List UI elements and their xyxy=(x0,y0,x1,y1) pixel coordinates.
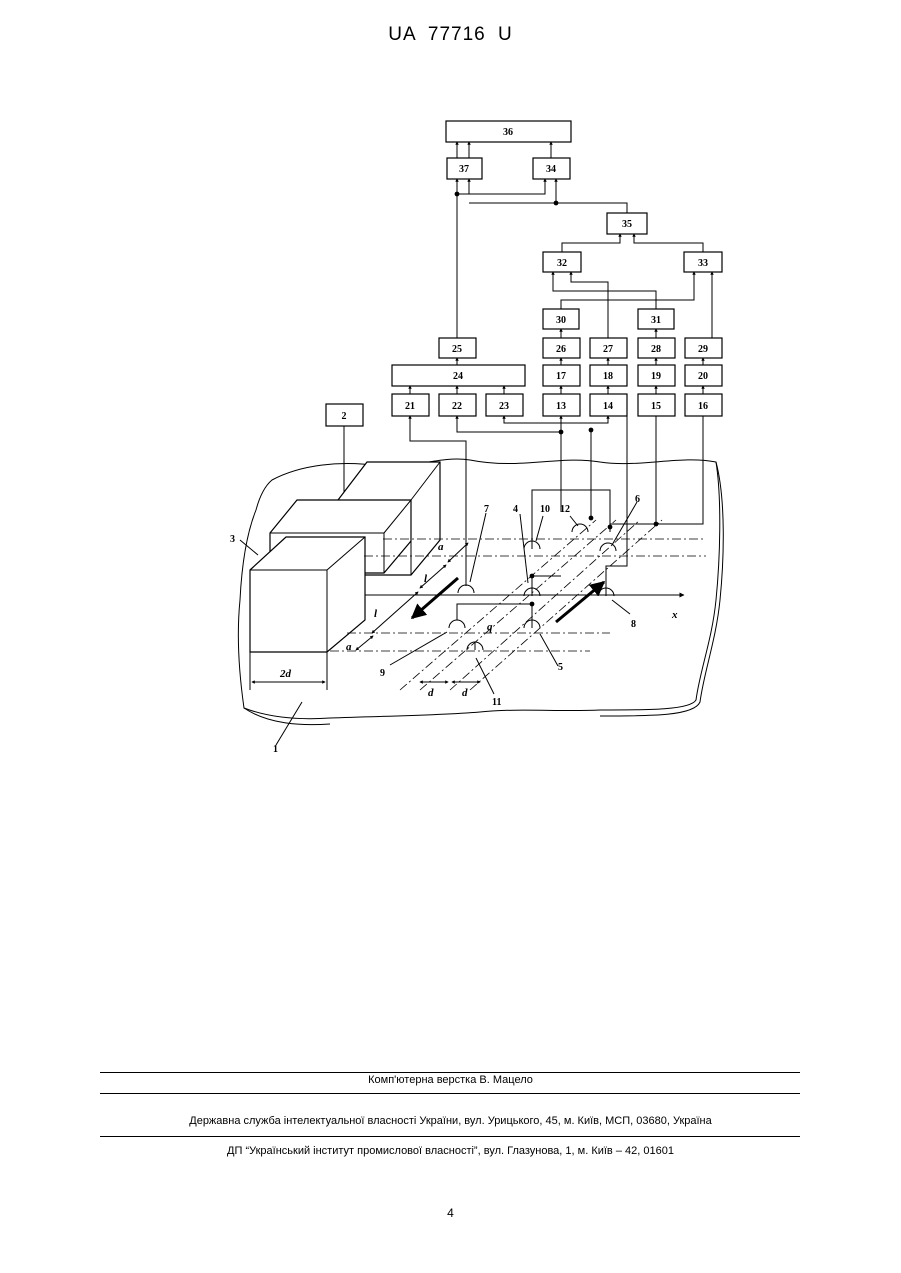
block-26-label: 26 xyxy=(556,344,566,355)
dim-label-l-bottom: l xyxy=(374,608,378,620)
block-20-label: 20 xyxy=(698,371,708,382)
block-32-label: 32 xyxy=(557,258,567,269)
label-7: 7 xyxy=(484,504,489,515)
block-23: 23 xyxy=(486,394,523,416)
block-33-label: 33 xyxy=(698,258,708,269)
block-29: 29 xyxy=(685,338,722,358)
block-2-label: 2 xyxy=(342,411,347,422)
block-35-label: 35 xyxy=(622,219,632,230)
block-31: 31 xyxy=(638,309,674,329)
footer-service-address: Державна служба інтелектуальної власност… xyxy=(0,1115,901,1127)
dim-label-q: q xyxy=(487,621,493,633)
block-27: 27 xyxy=(590,338,627,358)
block-15: 15 xyxy=(638,394,675,416)
dim-label-a-top: a xyxy=(438,541,444,553)
dim-label-d1: d xyxy=(428,687,434,699)
block-24-label: 24 xyxy=(453,371,463,382)
block-20: 20 xyxy=(685,365,722,386)
block-34: 34 xyxy=(533,158,570,179)
block-35: 35 xyxy=(607,213,647,234)
block-21-label: 21 xyxy=(405,401,415,412)
label-11: 11 xyxy=(492,697,501,708)
footer-institute-address: ДП “Український інститут промислової вла… xyxy=(0,1145,901,1157)
block-36: 36 xyxy=(446,121,571,142)
dim-label-a-bottom: a xyxy=(346,641,352,653)
block-16: 16 xyxy=(685,394,722,416)
block-13: 13 xyxy=(543,394,580,416)
footer-rule-middle xyxy=(100,1093,800,1094)
footer-layout-credit: Комп'ютерна верстка В. Мацело xyxy=(0,1074,901,1086)
block-37: 37 xyxy=(447,158,482,179)
vehicle-3 xyxy=(250,462,440,690)
label-10: 10 xyxy=(540,504,550,515)
block-22-label: 22 xyxy=(452,401,462,412)
label-12: 12 xyxy=(560,504,570,515)
dim-label-l-top: l xyxy=(424,573,428,585)
label-1: 1 xyxy=(273,744,278,755)
block-33: 33 xyxy=(684,252,722,272)
block-24: 24 xyxy=(392,365,525,386)
block-25-label: 25 xyxy=(452,344,462,355)
block-37-label: 37 xyxy=(459,164,469,175)
footer-rule-bottom xyxy=(100,1136,800,1137)
block-29-label: 29 xyxy=(698,344,708,355)
block-36-label: 36 xyxy=(503,127,513,138)
block-23-label: 23 xyxy=(499,401,509,412)
label-5: 5 xyxy=(558,662,563,673)
block-21: 21 xyxy=(392,394,429,416)
block-26: 26 xyxy=(543,338,580,358)
block-22: 22 xyxy=(439,394,476,416)
label-9: 9 xyxy=(380,668,385,679)
block-18: 18 xyxy=(590,365,627,386)
block-16-label: 16 xyxy=(698,401,708,412)
block-15-label: 15 xyxy=(651,401,661,412)
page-number: 4 xyxy=(0,1206,901,1220)
block-17-label: 17 xyxy=(556,371,566,382)
block-18-label: 18 xyxy=(603,371,613,382)
block-13-label: 13 xyxy=(556,401,566,412)
block-19-label: 19 xyxy=(651,371,661,382)
block-30: 30 xyxy=(543,309,579,329)
block-19: 19 xyxy=(638,365,675,386)
motion-arrows xyxy=(412,578,604,622)
block-28-label: 28 xyxy=(651,344,661,355)
dim-label-2d: 2d xyxy=(279,668,292,680)
block-14-label: 14 xyxy=(603,401,613,412)
block-25: 25 xyxy=(439,338,476,358)
label-8: 8 xyxy=(631,619,636,630)
label-4: 4 xyxy=(513,504,518,515)
dim-label-d2: d xyxy=(462,687,468,699)
block-32: 32 xyxy=(543,252,581,272)
block-31-label: 31 xyxy=(651,315,661,326)
label-3: 3 xyxy=(230,534,235,545)
block-27-label: 27 xyxy=(603,344,613,355)
block-34-label: 34 xyxy=(546,164,556,175)
block-17: 17 xyxy=(543,365,580,386)
block-14: 14 xyxy=(590,394,627,416)
label-6: 6 xyxy=(635,494,640,505)
block-2: 2 xyxy=(326,404,363,426)
block-28: 28 xyxy=(638,338,675,358)
block-30-label: 30 xyxy=(556,315,566,326)
footer-rule-top xyxy=(100,1072,800,1073)
x-axis-label: x xyxy=(671,609,678,621)
